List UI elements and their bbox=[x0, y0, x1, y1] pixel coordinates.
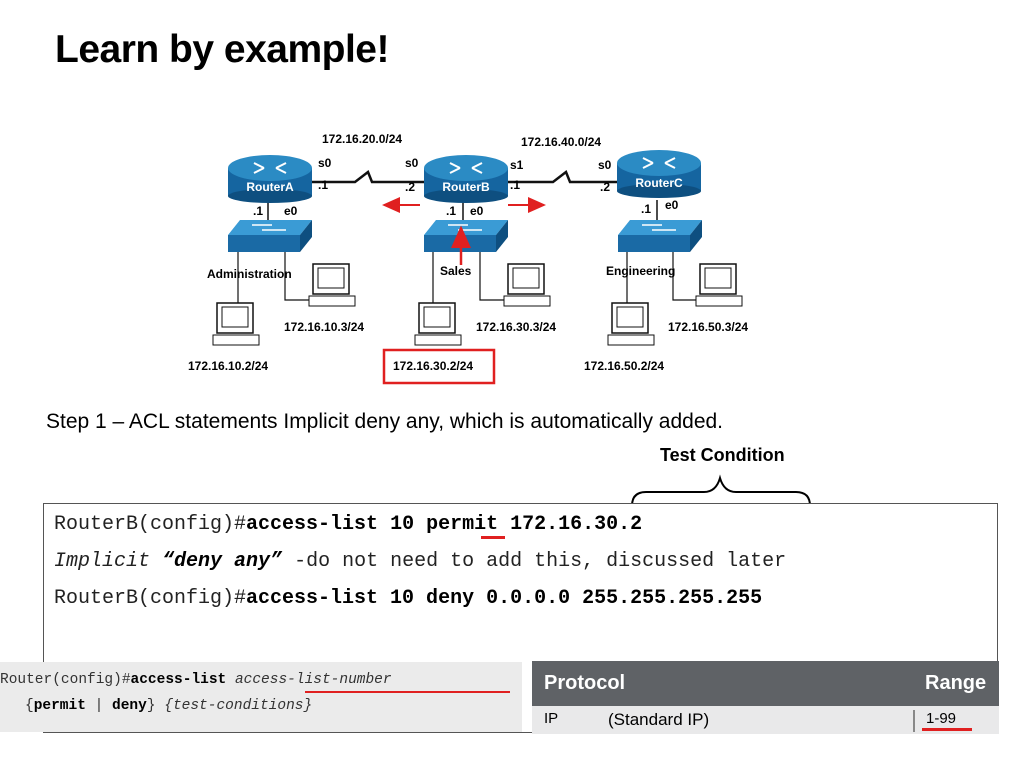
test-condition-label: Test Condition bbox=[660, 445, 785, 465]
link-ab-network: 172.16.20.0/24 bbox=[322, 132, 402, 146]
range-divider bbox=[913, 710, 915, 732]
syntax-brace: } bbox=[146, 698, 156, 714]
syntax-conditions: {test-conditions} bbox=[164, 698, 313, 714]
syntax-brace: { bbox=[25, 698, 34, 714]
syntax-line-2: {permit | deny} {test-conditions} bbox=[25, 698, 312, 714]
implicit-label: Implicit bbox=[54, 550, 151, 573]
link-bc-network: 172.16.40.0/24 bbox=[521, 135, 601, 149]
traffic-arrows bbox=[382, 197, 546, 265]
syntax-line-1: Router(config)#access-list access-list-n… bbox=[0, 672, 392, 688]
acl-syntax-box: Router(config)#access-list access-list-n… bbox=[0, 662, 522, 732]
sales-host-upper-ip: 172.16.30.3/24 bbox=[476, 320, 556, 334]
router-a-e0: e0 bbox=[284, 204, 298, 218]
protocol-table-header: Protocol Range bbox=[532, 661, 999, 706]
config-line-1: RouterB(config)#access-list 10 permit 17… bbox=[54, 513, 642, 536]
syntax-sep: | bbox=[85, 698, 113, 714]
range-header: Range bbox=[925, 672, 987, 694]
syntax-permit: permit bbox=[33, 698, 86, 714]
router-b-s0: s0 bbox=[405, 156, 419, 170]
switch-admin bbox=[228, 220, 312, 252]
protocol-ip: IP bbox=[544, 710, 559, 727]
router-b-e0: e0 bbox=[470, 204, 484, 218]
step-description: Step 1 – ACL statements Implicit deny an… bbox=[46, 410, 724, 433]
router-a-e0-host: .1 bbox=[253, 204, 263, 218]
router-b-s1-host: .1 bbox=[510, 178, 520, 192]
highlight-box bbox=[382, 348, 496, 385]
config-cmd-rest: permit 172.16.30.2 bbox=[414, 513, 643, 536]
config-prompt: RouterB(config)# bbox=[54, 513, 247, 536]
router-b: RouterB bbox=[424, 155, 508, 203]
router-c: RouterC bbox=[617, 150, 701, 198]
protocol-desc: (Standard IP) bbox=[608, 710, 710, 729]
test-condition-brace bbox=[631, 474, 811, 507]
engineering-host-upper-ip: 172.16.50.3/24 bbox=[668, 320, 748, 334]
router-a-label: RouterA bbox=[246, 180, 294, 194]
pc-icon bbox=[503, 263, 551, 307]
config-cmd: access-list 10 deny 0.0.0.0 255.255.255.… bbox=[246, 587, 763, 610]
router-a: RouterA bbox=[228, 155, 312, 203]
config-cmd: access-list bbox=[246, 513, 391, 536]
engineering-host-lower-ip: 172.16.50.2/24 bbox=[584, 359, 664, 373]
page-title: Learn by example! bbox=[55, 28, 389, 71]
router-c-s0-host: .2 bbox=[600, 180, 610, 194]
lan-admin-label: Administration bbox=[207, 267, 292, 281]
deny-any-quote: “deny any” bbox=[162, 550, 283, 573]
router-a-s0: s0 bbox=[318, 156, 332, 170]
pc-icon bbox=[212, 302, 260, 346]
hosts bbox=[212, 263, 743, 346]
sales-host-lower-ip: 172.16.30.2/24 bbox=[393, 359, 473, 373]
router-b-label: RouterB bbox=[442, 180, 490, 194]
pc-icon bbox=[695, 263, 743, 307]
switch-engineering bbox=[618, 220, 702, 252]
implicit-note: -do not need to add this, discussed late… bbox=[282, 550, 787, 573]
admin-host-upper-ip: 172.16.10.3/24 bbox=[284, 320, 364, 334]
lan-engineering-label: Engineering bbox=[606, 264, 675, 278]
pc-icon bbox=[308, 263, 356, 307]
syntax-arg: access-list-number bbox=[234, 672, 392, 688]
protocol-table-row: IP (Standard IP) 1-99 bbox=[532, 706, 999, 734]
router-c-e0: e0 bbox=[665, 198, 679, 212]
pc-icon bbox=[607, 302, 655, 346]
router-c-e0-host: .1 bbox=[641, 202, 651, 216]
router-c-s0: s0 bbox=[598, 158, 612, 172]
config-line-2: Implicit “deny any” -do not need to add … bbox=[54, 550, 786, 573]
router-c-label: RouterC bbox=[635, 176, 683, 190]
pc-icon bbox=[414, 302, 462, 346]
lan-sales-label: Sales bbox=[440, 264, 472, 278]
range-underline bbox=[922, 728, 972, 731]
config-prompt: RouterB(config)# bbox=[54, 587, 247, 610]
protocol-table: Protocol Range IP (Standard IP) 1-99 bbox=[532, 661, 999, 734]
network-diagram: RouterA RouterB RouterC bbox=[188, 132, 748, 385]
router-b-s1: s1 bbox=[510, 158, 524, 172]
switch-sales bbox=[424, 220, 508, 252]
config-line-3: RouterB(config)#access-list 10 deny 0.0.… bbox=[54, 587, 762, 610]
protocol-header: Protocol bbox=[544, 672, 626, 694]
serial-link-ab bbox=[312, 170, 424, 184]
router-b-s0-host: .2 bbox=[405, 180, 415, 194]
serial-link-bc bbox=[508, 170, 617, 184]
syntax-cmd: access-list bbox=[130, 672, 227, 688]
syntax-arg-underline bbox=[305, 691, 510, 693]
acl-number-underline bbox=[481, 536, 505, 539]
admin-host-lower-ip: 172.16.10.2/24 bbox=[188, 359, 268, 373]
syntax-deny: deny bbox=[112, 698, 147, 714]
router-b-e0-host: .1 bbox=[446, 204, 456, 218]
range-value: 1-99 bbox=[926, 710, 957, 727]
acl-number: 10 bbox=[390, 513, 415, 536]
syntax-prompt: Router(config)# bbox=[0, 672, 131, 688]
router-a-s0-host: .1 bbox=[318, 178, 328, 192]
